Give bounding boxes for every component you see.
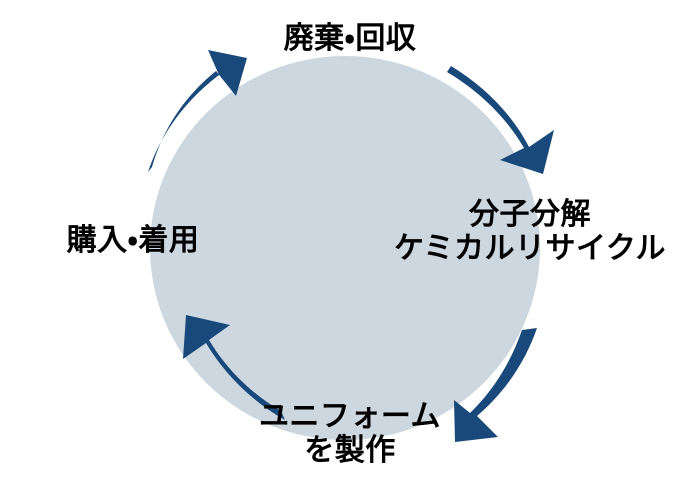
- stage-label-line-two: を製作: [304, 433, 396, 467]
- stage-label-line-one: 廃棄・回収: [283, 22, 417, 55]
- stage-label-line-two: ケミカルリサイクル: [393, 231, 667, 265]
- cycle-circle: [150, 56, 540, 440]
- stage-label-purchase-wear: 購入・着用: [18, 224, 248, 258]
- stage-label-line-one: 購入・着用: [66, 224, 200, 257]
- stage-label-line-one: 分子分解: [469, 198, 591, 231]
- arrow-top-to-right-icon: [447, 66, 554, 174]
- stage-label-disposal-collection: 廃棄・回収: [0, 22, 700, 56]
- stage-label-line-one: ユニフォーム: [258, 400, 442, 433]
- arrow-left-to-top-icon: [148, 50, 247, 172]
- stage-label-chemical-recycle: 分子分解 ケミカルリサイクル: [360, 198, 700, 265]
- stage-label-uniform-manufacture: ユニフォーム を製作: [170, 400, 530, 467]
- arrow-bottom-to-left-icon: [183, 315, 285, 420]
- arrow-right-to-bottom-icon: [454, 328, 537, 442]
